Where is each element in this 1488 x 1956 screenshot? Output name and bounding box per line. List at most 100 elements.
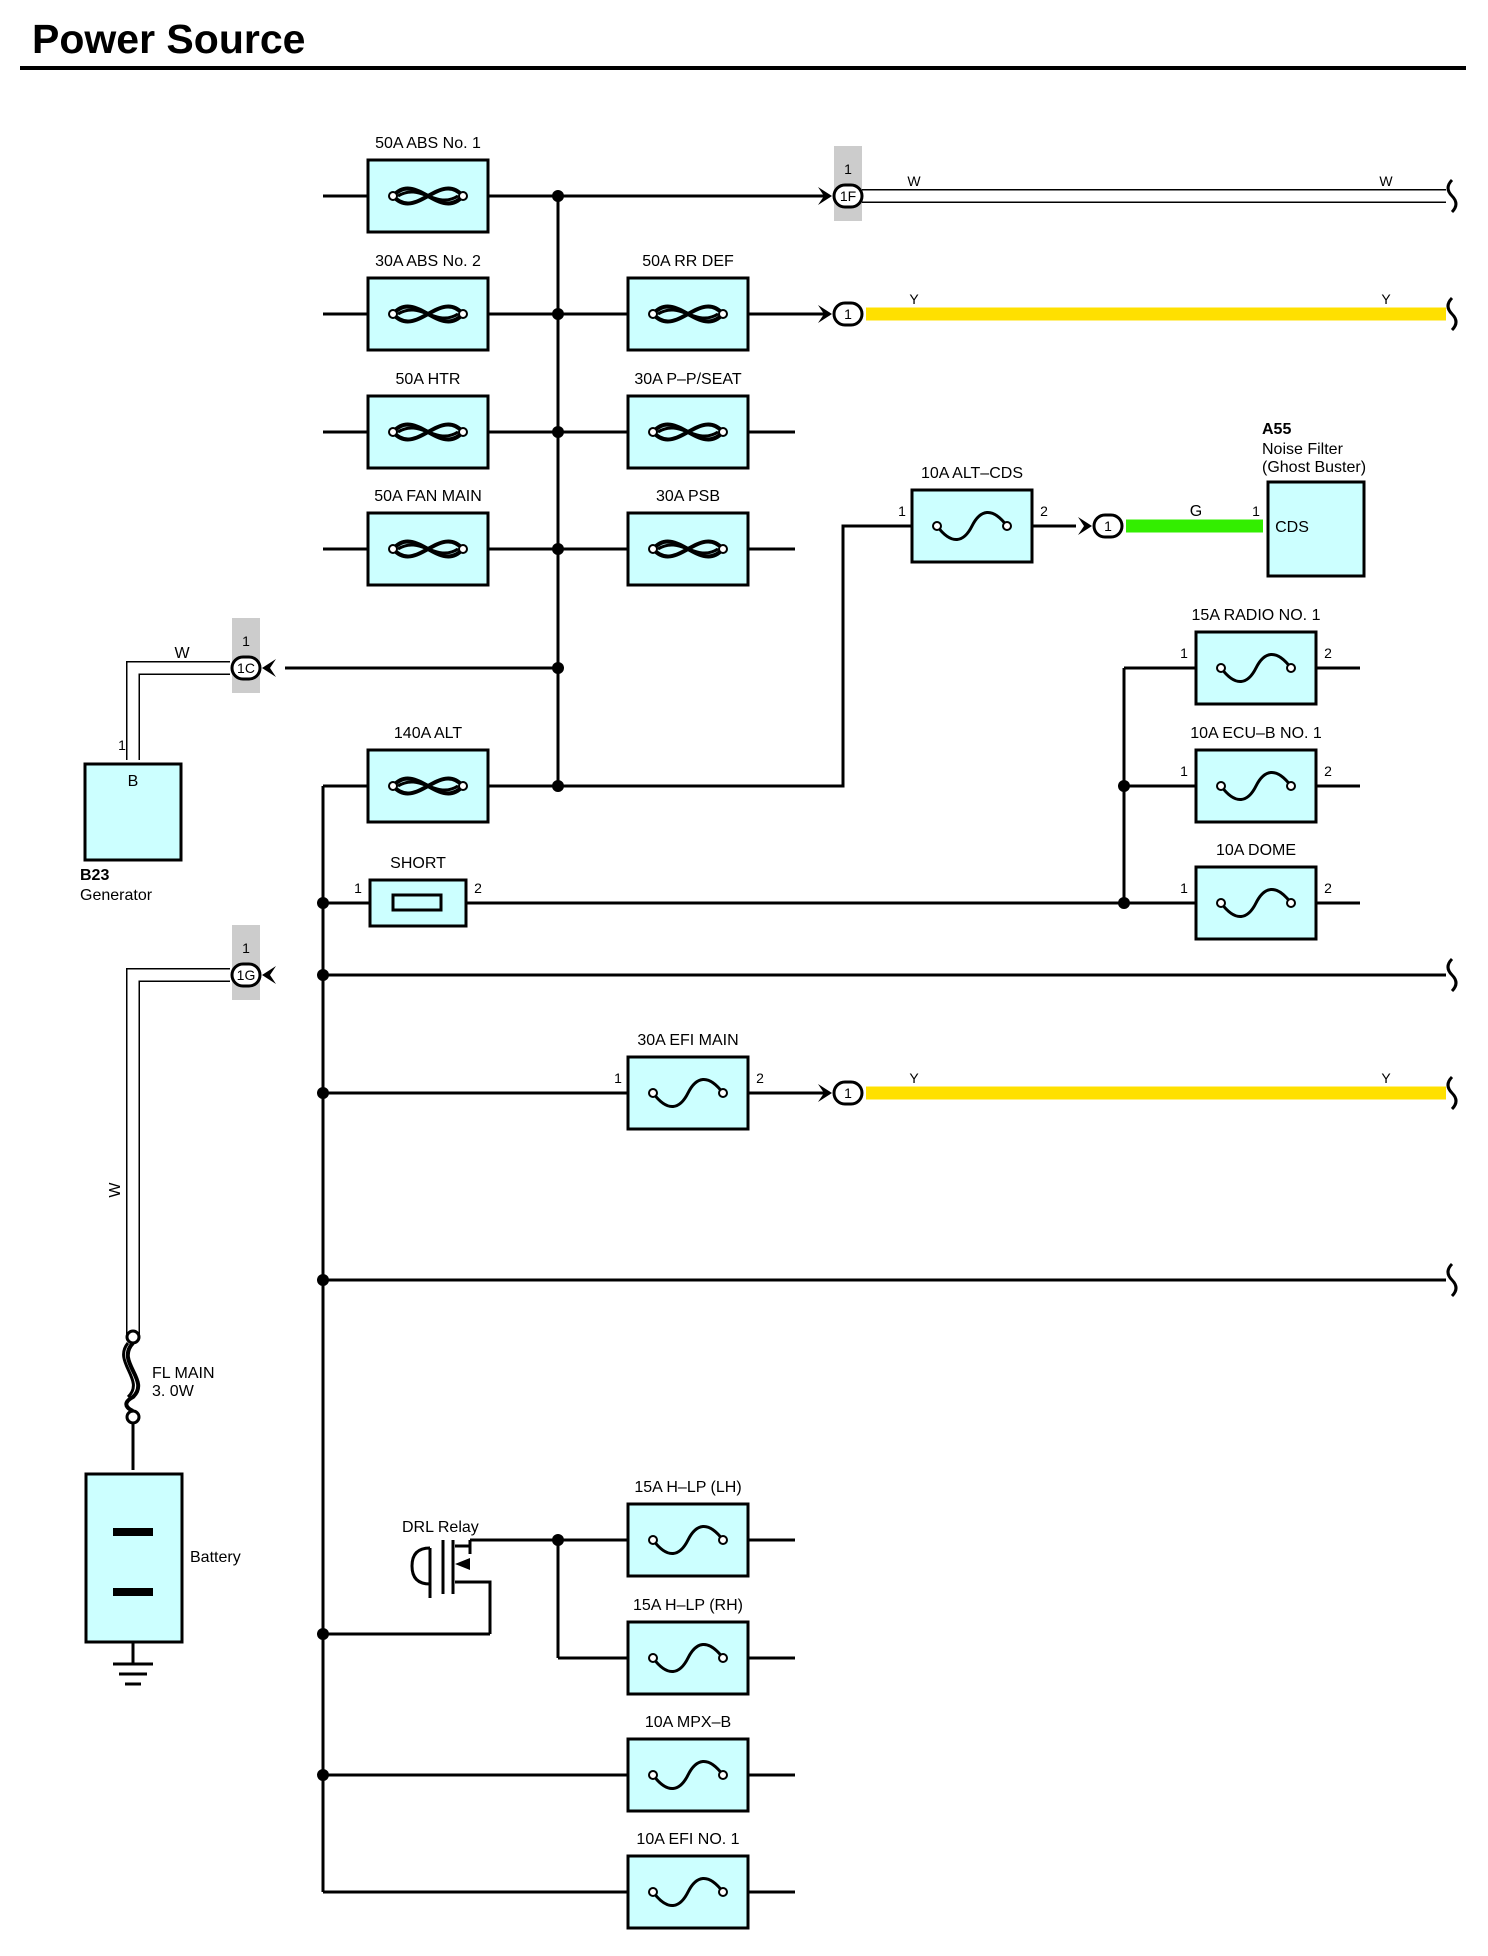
junction-dot	[552, 426, 564, 438]
fuse-label: 50A ABS No. 1	[375, 135, 481, 152]
fuse-element-icon	[651, 1760, 725, 1790]
fuse-element-icon	[651, 1525, 725, 1555]
pin-number: 2	[1324, 763, 1332, 779]
fuse-terminal	[648, 1770, 658, 1780]
fuse-label: 10A ECU–B NO. 1	[1190, 725, 1322, 742]
generator-b23	[83, 762, 183, 862]
fuse-element-icon	[1219, 771, 1293, 801]
pin-number: 1	[1252, 503, 1260, 519]
fuse-terminal	[388, 309, 398, 319]
a55-code: A55	[1262, 421, 1291, 438]
fuse-terminal	[718, 544, 728, 554]
title-rule	[20, 66, 1466, 70]
wire	[455, 1580, 492, 1634]
fuse-link-icon	[397, 426, 459, 438]
fl-main-terminal	[125, 1409, 141, 1425]
connector-label: 1	[1104, 518, 1112, 534]
fuse-terminal	[1216, 781, 1226, 791]
fuse-terminal	[1216, 663, 1226, 673]
wire-color-label: W	[907, 173, 921, 189]
connector-label: 1	[844, 1085, 852, 1101]
fuse-terminal	[932, 521, 942, 531]
fuse-label: 30A EFI MAIN	[637, 1032, 738, 1049]
fl-main-link-icon	[122, 1342, 135, 1399]
fuse-terminal	[648, 1653, 658, 1663]
fuse-link-icon	[657, 308, 719, 320]
connector-arrow-icon	[1078, 517, 1092, 535]
drl-relay-arrow-icon	[455, 1558, 470, 1570]
connector-arrow-icon	[262, 659, 276, 677]
fuse-terminal	[648, 1887, 658, 1897]
fuse-label: SHORT	[390, 855, 446, 872]
a55-name: Noise Filter	[1262, 441, 1344, 458]
fuse-terminal	[388, 781, 398, 791]
pin-number: 1	[354, 880, 362, 896]
battery-label: Battery	[190, 1549, 241, 1566]
connector-arrow-icon	[818, 1084, 832, 1102]
junction-dot	[317, 897, 329, 909]
junction-dot	[552, 543, 564, 555]
junction-dot	[1118, 897, 1130, 909]
connector-label: 1C	[237, 660, 255, 676]
fuse-label: 50A RR DEF	[642, 253, 734, 270]
connector-arrow-icon	[262, 966, 276, 984]
fuse-terminal	[458, 427, 468, 437]
junction-dot	[1118, 780, 1130, 792]
connector-pill	[832, 301, 864, 327]
fuse-terminal	[1216, 898, 1226, 908]
fuse-element-icon	[1219, 653, 1293, 683]
pin-number: 1	[614, 1070, 622, 1086]
wire-white-outline	[126, 968, 230, 1335]
wire-break-icon	[1446, 957, 1458, 993]
wire-break-icon	[1446, 1262, 1458, 1298]
fl-main-link-icon	[124, 1341, 141, 1413]
junction-dot	[552, 780, 564, 792]
noise-filter-a55	[1266, 480, 1366, 578]
drl-relay-label: DRL Relay	[402, 1519, 479, 1536]
fuse-terminal	[388, 191, 398, 201]
junction-dot	[552, 662, 564, 674]
connector-label: 1F	[840, 188, 856, 204]
connector-label: 1G	[237, 967, 256, 983]
a55-terminal: CDS	[1275, 519, 1309, 536]
fuse-terminal	[1002, 521, 1012, 531]
junction-dot	[317, 1274, 329, 1286]
fuse-terminal	[718, 1770, 728, 1780]
fl-main-spec: 3. 0W	[152, 1383, 195, 1400]
junction-dot	[317, 969, 329, 981]
junction-dot	[552, 190, 564, 202]
wire-color-label: G	[1190, 503, 1202, 520]
fuse-label: 10A MPX–B	[645, 1714, 731, 1731]
fuse-terminal	[718, 1088, 728, 1098]
fuse-label: 15A H–LP (LH)	[634, 1479, 741, 1496]
page-title: Power Source	[32, 16, 306, 62]
fuse-terminal	[648, 309, 658, 319]
fuse-label: 15A RADIO NO. 1	[1192, 607, 1321, 624]
junction-dot	[317, 1628, 329, 1640]
wire-break-icon	[1446, 296, 1458, 332]
fuse-terminal	[648, 1535, 658, 1545]
fuse-element-icon	[1219, 888, 1293, 918]
pin-number: 1	[118, 737, 126, 753]
pin-number: 2	[1040, 503, 1048, 519]
junction-dot	[552, 1534, 564, 1546]
fuse-terminal	[648, 1088, 658, 1098]
fuse-label: 30A PSB	[656, 488, 720, 505]
pin-number: 2	[474, 880, 482, 896]
connector-pill	[230, 655, 262, 681]
fuse-terminal	[458, 309, 468, 319]
battery-cell-icon	[113, 1588, 153, 1596]
wire-color-label: Y	[1381, 291, 1391, 307]
fuse-terminal	[1286, 898, 1296, 908]
pin-number: 2	[1324, 645, 1332, 661]
connector-pin: 1	[844, 161, 852, 177]
fuse-link-icon	[397, 308, 459, 320]
pin-number: 2	[1324, 880, 1332, 896]
generator-terminal: B	[128, 773, 139, 790]
fuse-link-icon	[397, 190, 459, 202]
pin-number: 1	[898, 503, 906, 519]
fuse-element-icon	[935, 511, 1009, 541]
wire-color-label: W	[174, 645, 190, 662]
pin-number: 2	[756, 1070, 764, 1086]
